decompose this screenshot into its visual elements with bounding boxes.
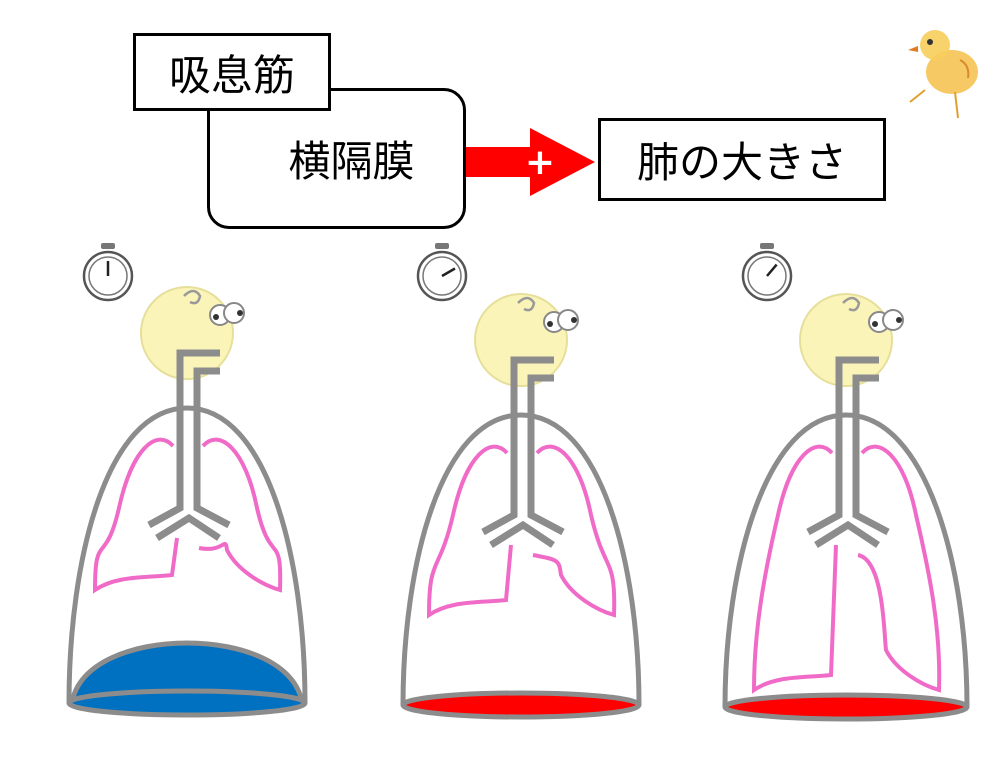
stopwatch-icon [741,243,793,302]
breathing-panel-relaxed [66,243,308,718]
person-head [799,293,904,387]
bell-jar [400,412,642,706]
eye [223,302,245,324]
left-lung [92,437,179,594]
plus-sign: + [525,142,555,183]
increase-arrow: + [437,128,595,196]
stopwatch-hand [441,267,456,278]
left-lung [751,444,838,694]
lung-size-label: 肺の大きさ [636,138,847,187]
eye [882,309,904,331]
lung-size-box: 肺の大きさ [598,118,886,201]
inspiratory-muscles-label-box: 吸息筋 [133,33,331,111]
bell-jar [66,405,308,704]
inspiratory-muscles-box: 横隔膜 [207,88,466,229]
inspiratory-muscles-label: 吸息筋 [168,50,295,100]
stopwatch-icon [82,243,134,302]
hair-curl [183,289,202,305]
hair-curl [517,296,536,312]
trachea [806,356,890,548]
hair-curl [842,296,861,312]
person-head [474,293,579,387]
stopwatch-hand [766,263,778,277]
right-lung [198,437,283,593]
breathing-panel-contracting [400,243,642,720]
stopwatch-icon [416,243,468,302]
right-lung [532,444,617,618]
diaphragm-base [66,688,308,718]
breathing-panel-contracted [722,243,970,722]
trachea [147,349,231,541]
person-head [140,286,245,380]
right-lung [857,444,942,693]
trachea [481,356,565,548]
chick-illustration [908,30,978,119]
diaphragm-base [400,690,642,720]
bell-jar [722,412,970,708]
diaphragm-label: 横隔膜 [288,137,415,186]
diaphragm-base [722,692,970,722]
eye [557,309,579,331]
left-lung [426,444,513,619]
diaphragm-dome [69,640,305,706]
